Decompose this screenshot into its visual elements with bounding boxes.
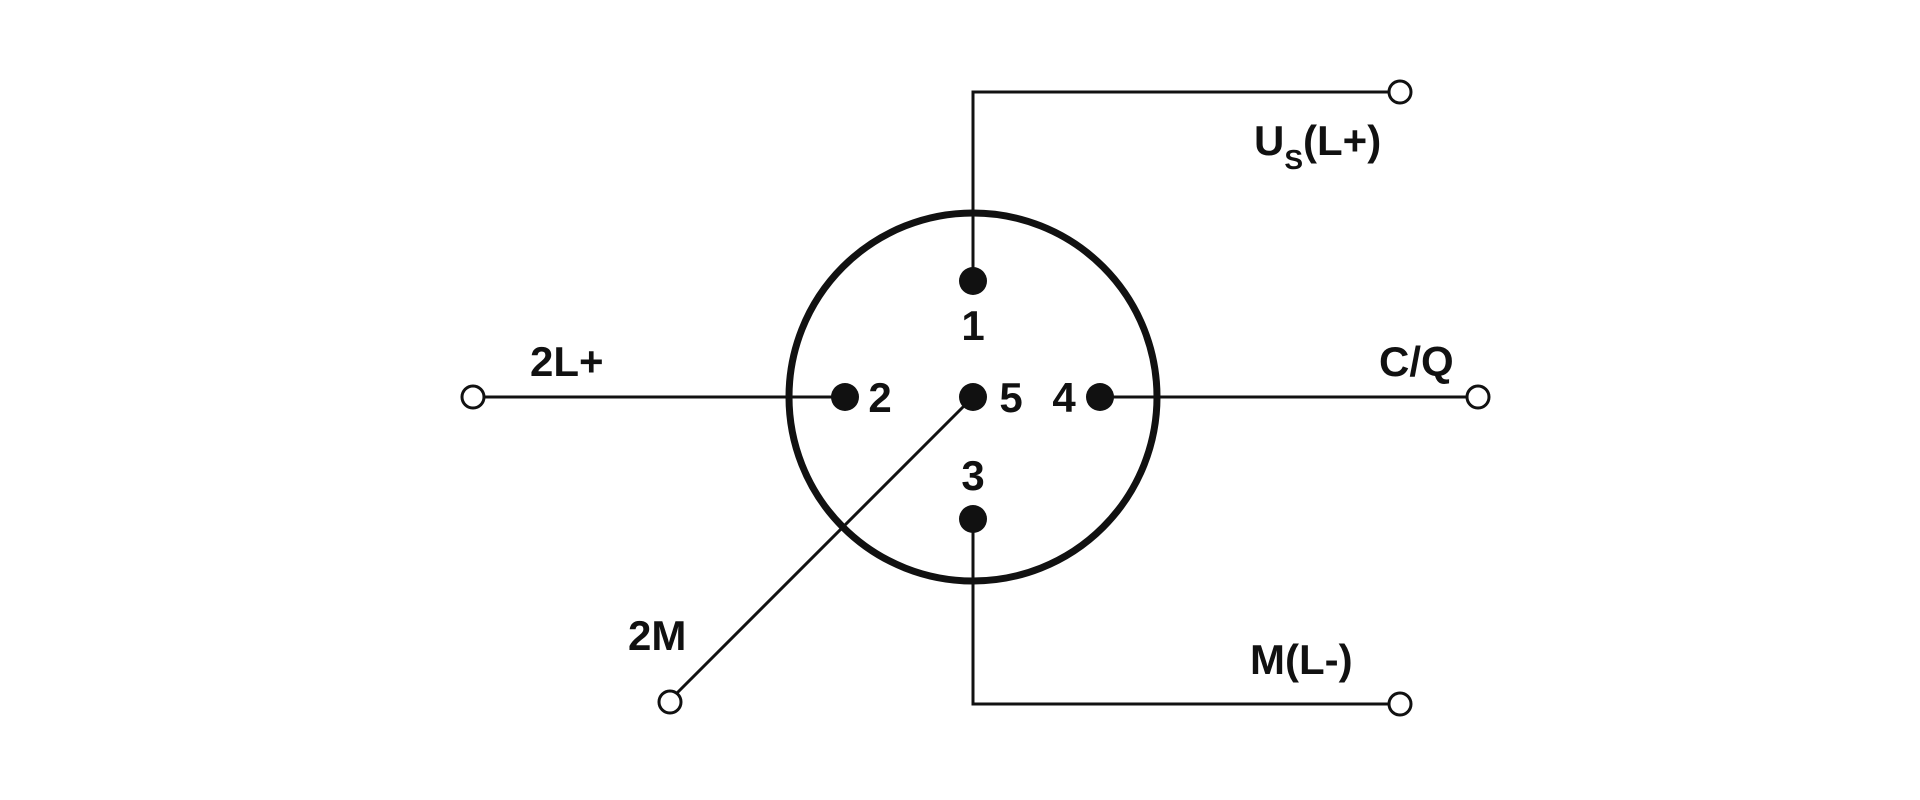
pin-3-number: 3 — [961, 452, 984, 499]
signal-label-pin-5: 2M — [628, 612, 686, 659]
signal-label-pin-3: M(L-) — [1250, 636, 1353, 683]
pin-5-dot — [959, 383, 987, 411]
pin-2-dot — [831, 383, 859, 411]
pin-1-number: 1 — [961, 302, 984, 349]
terminal-pin-4 — [1465, 384, 1491, 410]
pin-2-number: 2 — [868, 374, 891, 421]
terminal-pin-2 — [460, 384, 486, 410]
signal-label-pin-1: US(L+) — [1254, 117, 1381, 175]
terminal-pin-1 — [1387, 79, 1413, 105]
wire-pin-5 — [668, 395, 975, 702]
pin-4-dot — [1086, 383, 1114, 411]
pin-4-number: 4 — [1052, 374, 1076, 421]
pin-3-dot — [959, 505, 987, 533]
signal-label-pin-4: C/Q — [1379, 338, 1454, 385]
wire-pin-1 — [971, 90, 1394, 281]
wire-pin-3 — [971, 519, 1394, 706]
pin-5-number: 5 — [999, 374, 1022, 421]
terminal-pin-3 — [1387, 691, 1413, 717]
terminal-pin-5 — [657, 689, 683, 715]
pin-1-dot — [959, 267, 987, 295]
signal-label-pin-2: 2L+ — [530, 338, 604, 385]
